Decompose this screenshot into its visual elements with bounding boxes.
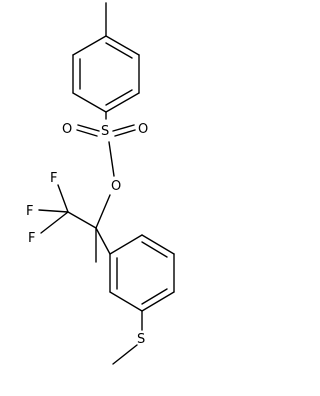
ring1-bond-4: [72, 92, 107, 113]
ring1-double-2: [105, 89, 133, 106]
ring2-bond-1: [109, 234, 143, 255]
bond-cf3-f-left2: [40, 211, 69, 234]
fluorine-left1-label: F: [26, 204, 33, 219]
bond-o-c: [95, 194, 111, 229]
sulfonyl-sulfur-label: S: [101, 124, 109, 139]
ring1-bond-6: [72, 35, 107, 56]
bond-cf3-f-top: [57, 184, 69, 213]
bond-s-methyl: [112, 344, 138, 365]
sulfonyl-group: S O O O: [62, 111, 148, 194]
ring1-double-1: [105, 42, 133, 59]
bond-c-aryl: [95, 227, 111, 255]
bond-s-o-right-b: [114, 129, 136, 137]
tolyl-ring: [72, 2, 140, 113]
fluorine-top-label: F: [50, 171, 57, 186]
ester-oxygen-label: O: [111, 179, 121, 194]
ring1-bond-1: [105, 35, 140, 56]
ring2-double-2: [141, 288, 168, 305]
ring2-double-1: [141, 241, 168, 258]
thioether-sulfur-label: S: [137, 332, 145, 347]
bond-s-o-left-a: [77, 124, 100, 132]
bond-s-o-left-b: [76, 129, 98, 137]
sulfonyl-oxygen-left-label: O: [62, 122, 72, 137]
bond-s-o-right-a: [112, 124, 135, 132]
bond-c-cf3: [67, 211, 97, 229]
ring2-bond-4: [141, 291, 175, 312]
bond-cf3-f-left1: [38, 209, 69, 213]
ring1-bond-3: [105, 92, 140, 113]
thioether-group: S: [112, 310, 145, 365]
quaternary-center: F F F: [26, 171, 111, 263]
aryl-ring: [109, 234, 175, 312]
ring2-bond-2: [141, 234, 175, 255]
fluorine-left2-label: F: [28, 231, 35, 246]
sulfonyl-oxygen-right-label: O: [138, 122, 148, 137]
bond-s-o-ester: [108, 141, 115, 177]
structure-diagram: S O O O F F F S: [26, 2, 175, 365]
ring2-bond-5: [109, 291, 143, 312]
